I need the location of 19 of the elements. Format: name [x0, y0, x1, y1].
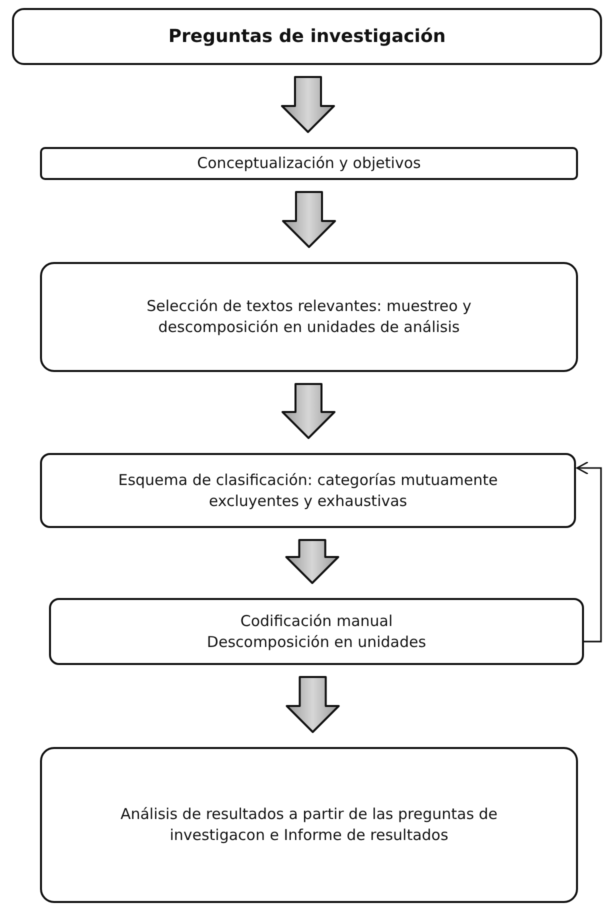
- box-text: Selección de textos relevantes: muestreo y descomposición en unidades de análisis: [146, 296, 472, 338]
- process-box: [12, 8, 602, 65]
- process-box: [40, 262, 578, 372]
- box-text: Esquema de clasificación: categorías mutuamente excluyentes y exhaustivas: [117, 470, 499, 512]
- box-text: Preguntas de investigación: [168, 26, 446, 47]
- process-box: [40, 147, 578, 180]
- box-text: Codificación manual: [240, 610, 393, 632]
- box-text: Descomposición en unidades: [206, 632, 426, 652]
- block-arrow: [285, 539, 340, 584]
- box-text: Análisis de resultados a partir de las preguntas de investigacon e Informe de resultados: [119, 804, 499, 846]
- process-box: [49, 598, 584, 665]
- process-box: [40, 453, 576, 528]
- block-arrow: [281, 76, 335, 133]
- process-box: [40, 747, 578, 903]
- box-text: Conceptualización y objetivos: [197, 153, 421, 174]
- block-arrow: [286, 676, 340, 733]
- block-arrow: [282, 191, 336, 248]
- block-arrow: [282, 383, 336, 439]
- feedback-arrow: [576, 461, 602, 642]
